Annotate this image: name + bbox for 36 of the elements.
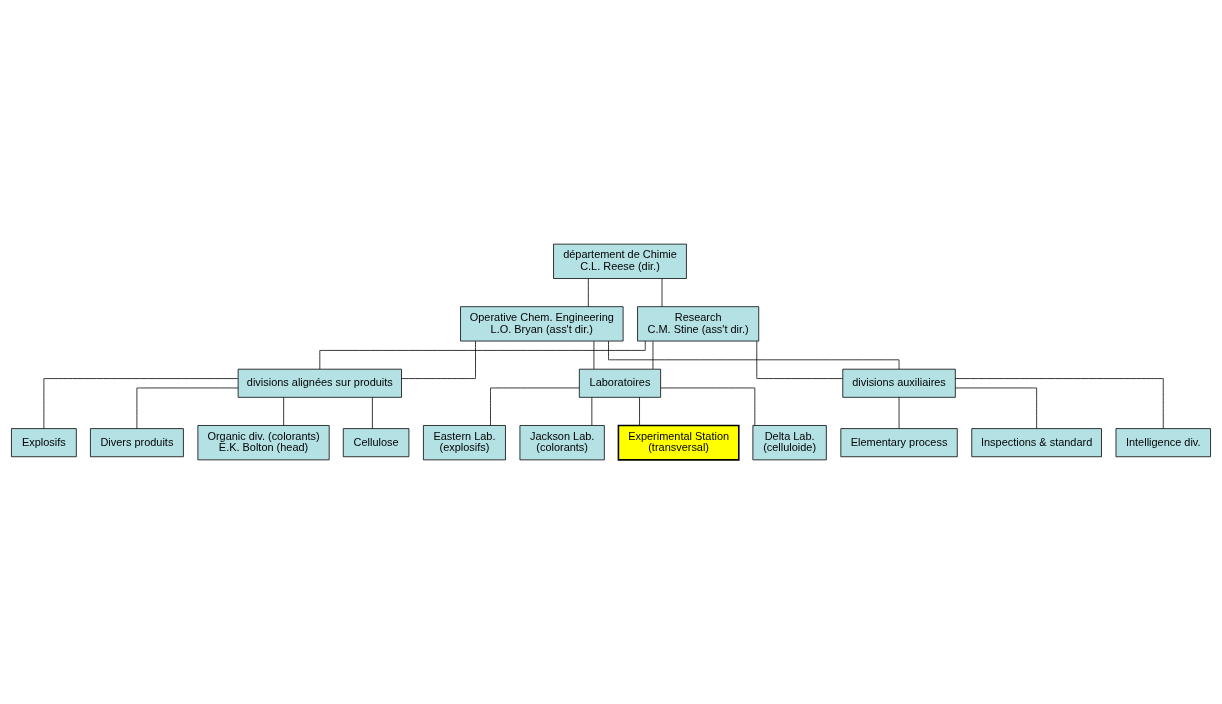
node-box: Laboratoires [578, 368, 662, 398]
connector [661, 278, 663, 307]
node-box: Operative Chem. Engineering L.O. Bryan (ass't dir.) [460, 306, 624, 342]
node-box: Cellulose [342, 428, 410, 458]
node-box: divisions alignées sur produits [237, 368, 402, 398]
connector [756, 340, 843, 379]
connector [608, 340, 900, 370]
node-box: Elementary process [840, 428, 958, 458]
node-box: Jackson Lab. (colorants) [519, 425, 605, 461]
node-box: Inspections & standard [971, 428, 1102, 458]
connector [652, 340, 654, 370]
node-box: Intelligence div. [1115, 428, 1211, 458]
node-box: Explosifs [11, 428, 77, 458]
connector [639, 396, 640, 426]
node-box: Delta Lab. (celluloide) [752, 425, 827, 461]
connector [898, 396, 900, 429]
node-box: Eastern Lab. (explosifs) [423, 425, 506, 461]
node-box: Research C.M. Stine (ass't dir.) [637, 306, 760, 342]
connector [319, 340, 646, 370]
connector [401, 340, 476, 379]
connector [136, 387, 239, 429]
node-box: Organic div. (colorants) E.K. Bolton (head) [197, 425, 330, 461]
connector [587, 278, 589, 307]
connector [591, 396, 593, 426]
connector [660, 387, 756, 426]
connector [372, 396, 373, 429]
connector [490, 387, 580, 426]
node-box: Divers produits [90, 428, 184, 458]
connector [955, 378, 1164, 429]
node-box: divisions auxiliaires [842, 368, 956, 398]
connector [43, 378, 239, 429]
connector [283, 396, 285, 426]
connector [955, 387, 1038, 429]
node-box: département de Chimie C.L. Reese (dir.) [553, 243, 687, 279]
node-box: Experimental Station (transversal) [617, 424, 740, 461]
connector [593, 340, 595, 370]
